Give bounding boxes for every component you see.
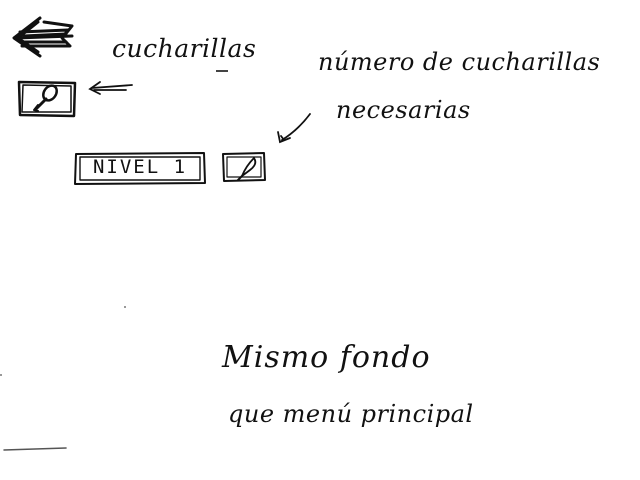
level-1-label: NIVEL 1: [92, 156, 188, 178]
level-button-frame: [74, 152, 206, 185]
spoon-icon: [17, 80, 77, 118]
level-1-required-spoons: [220, 150, 270, 186]
annotation-line-1: número de cucharillas: [318, 48, 601, 76]
background-note-line-1: Mismo fondo: [222, 340, 431, 375]
spoon-counter-label: cucharillas: [112, 34, 257, 63]
stray-pencil-line: [2, 446, 68, 452]
annotation-line-2: necesarias: [336, 96, 471, 124]
spoon-counter: [16, 79, 78, 119]
pencil-speck: [124, 306, 126, 308]
spoon-icon: [222, 152, 266, 182]
pencil-speck: [0, 374, 2, 376]
divider: [216, 70, 228, 72]
level-1-button[interactable]: NIVEL 1: [72, 150, 208, 186]
annotation-arrow-icon: [272, 112, 316, 146]
background-note-line-2: que menú principal: [228, 400, 474, 428]
back-arrow-icon: [12, 16, 74, 58]
back-button[interactable]: [10, 14, 76, 60]
pointer-arrow-icon: [86, 80, 134, 96]
